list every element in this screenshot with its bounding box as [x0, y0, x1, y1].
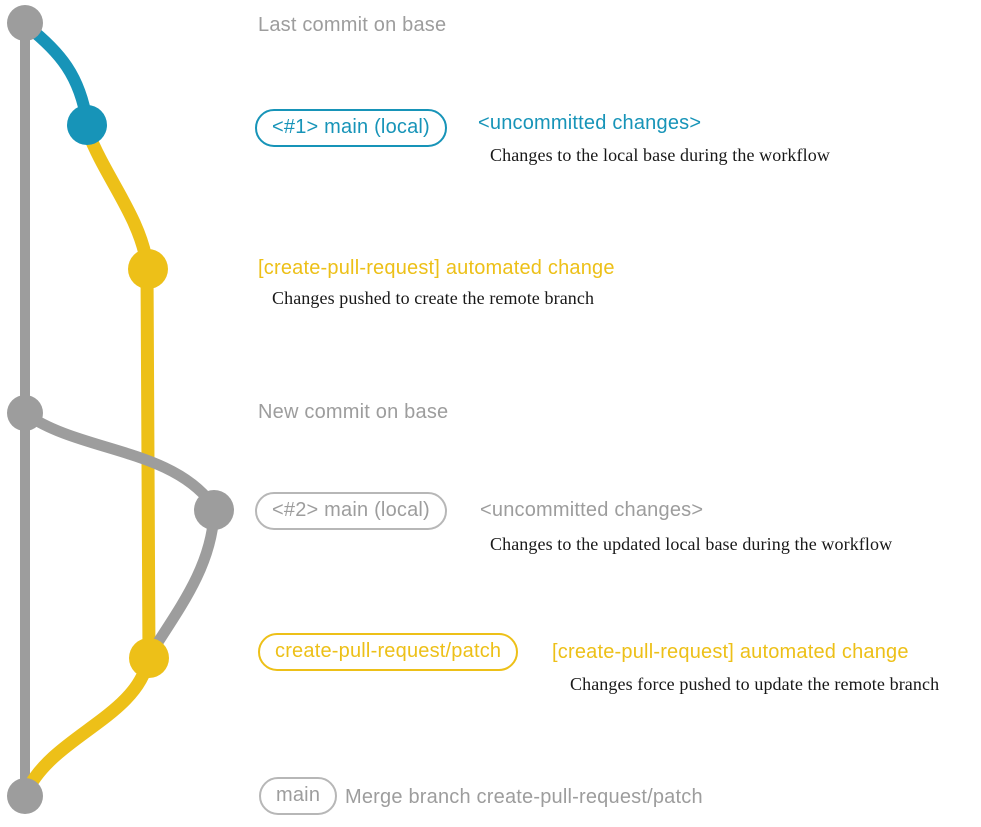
branch-badge-main-local-1: <#1> main (local) [255, 109, 447, 147]
label-automated-change-1: [create-pull-request] automated change [258, 257, 615, 279]
branch-badge-patch: create-pull-request/patch [258, 633, 519, 671]
commit-dot-uncommitted-1 [67, 105, 107, 145]
description-uncommitted-changes-2: Changes to the updated local base during… [490, 534, 893, 554]
description-automated-change-2: Changes force pushed to update the remot… [570, 674, 940, 694]
base-update-curve [20, 408, 218, 510]
label-merge-branch: Merge branch create-pull-request/patch [345, 786, 703, 808]
patch-branch-upper-curve [81, 125, 154, 271]
git-graph [7, 5, 234, 814]
commit-dot-merge [7, 778, 43, 814]
commit-dot-new-base [7, 395, 43, 431]
label-uncommitted-changes-1: <uncommitted changes> [478, 112, 702, 134]
description-automated-change-1: Changes pushed to create the remote bran… [272, 288, 595, 308]
commit-dot-uncommitted-2 [194, 490, 234, 530]
label-uncommitted-changes-2: <uncommitted changes> [480, 499, 704, 521]
patch-merge-curve [21, 653, 155, 796]
local-to-patch-curve [147, 508, 220, 656]
label-new-commit-on-base: New commit on base [258, 401, 449, 423]
description-uncommitted-changes-1: Changes to the local base during the wor… [490, 145, 830, 165]
commit-dot-automated-2 [129, 638, 169, 678]
label-automated-change-2: [create-pull-request] automated change [552, 641, 909, 663]
commit-dot-last-base [7, 5, 43, 41]
branch-badge-main-local-2: <#2> main (local) [255, 492, 447, 530]
label-last-commit-on-base: Last commit on base [258, 14, 447, 36]
commit-dot-automated-1 [128, 249, 168, 289]
branch-badge-main: main [259, 777, 338, 815]
